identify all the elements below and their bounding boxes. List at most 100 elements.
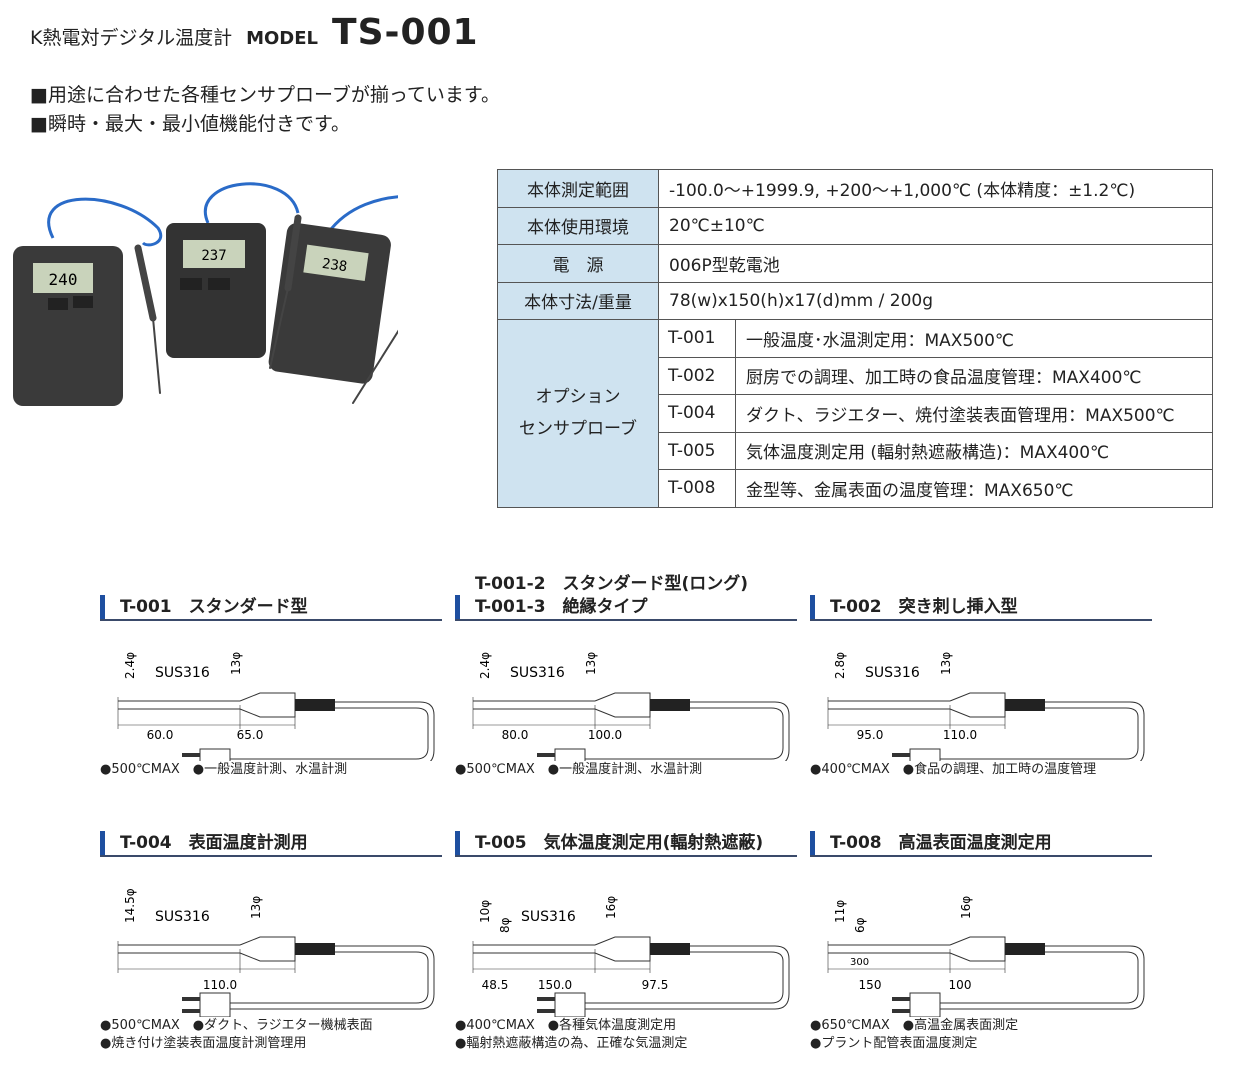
- probe-drawing: [827, 936, 1145, 1017]
- option-code: T-001: [658, 319, 736, 358]
- probe-drawing: [117, 692, 435, 761]
- strain-relief: [295, 699, 335, 711]
- handle-diameter: 13φ: [939, 652, 953, 675]
- spec-value: 20℃±10℃: [658, 206, 1213, 245]
- probe-drawing: [117, 936, 435, 1017]
- tip-diameter: 10φ: [478, 900, 492, 923]
- material-label: SUS316: [510, 665, 565, 681]
- material-label: SUS316: [155, 909, 210, 925]
- meter-1: 240: [13, 246, 123, 406]
- strain-relief: [1005, 699, 1045, 711]
- strain-relief: [650, 943, 690, 955]
- feature-1: ■用途に合わせた各種センサプローブが揃っています。: [30, 84, 500, 106]
- material-label: SUS316: [521, 909, 576, 925]
- model-number: TS-001: [332, 12, 479, 53]
- probe-title: T-004 表面温度計測用: [120, 833, 308, 853]
- dimension-label: 80.0: [502, 728, 529, 742]
- probe-title: T-001-3 絶縁タイプ: [475, 597, 648, 617]
- probe-section: T-001-2 スタンダード型(ロング) T-001-3 絶縁タイプ 2.4φ …: [455, 574, 797, 779]
- dimension-label: 48.5: [482, 978, 509, 992]
- tip-diameter: 11φ: [833, 900, 847, 923]
- probe-title: T-008 高温表面温度測定用: [830, 833, 1052, 853]
- probe-header: T-005 気体温度測定用(輻射熱遮蔽): [455, 821, 797, 857]
- tip-diameter: 2.4φ: [478, 652, 492, 679]
- dimension-label: 60.0: [147, 728, 174, 742]
- probe-note: ●650℃MAX ●高温金属表面測定: [810, 1018, 1019, 1033]
- spec-label: 本体寸法/重量: [497, 281, 659, 320]
- probe-note: ●500℃MAX ●一般温度計測、水温計測: [100, 762, 348, 777]
- option-label-2: センサプローブ: [519, 419, 637, 440]
- accent-bar: [455, 595, 460, 619]
- option-desc: 一般温度･水温測定用：MAX500℃: [735, 319, 1213, 358]
- meter-3: 238: [268, 223, 391, 384]
- probe-drawing: [472, 936, 790, 1017]
- spec-value: -100.0～+1999.9, +200～+1,000℃ (本体精度：±1.2℃…: [658, 169, 1213, 208]
- dimension-label: 100.0: [588, 728, 622, 742]
- dimension-label: 65.0: [237, 728, 264, 742]
- probe-drawing: [827, 692, 1145, 761]
- probe-section: T-008 高温表面温度測定用 11φ 6φ 300 16φ 150 100: [810, 821, 1152, 1053]
- option-label: オプションセンサプローブ: [497, 319, 659, 508]
- display-3: 238: [321, 256, 348, 275]
- dimension-label: 95.0: [857, 728, 884, 742]
- strain-relief: [1005, 943, 1045, 955]
- accent-bar: [100, 831, 105, 855]
- tip-diameter: 2.4φ: [123, 652, 137, 679]
- option-desc: 厨房での調理、加工時の食品温度管理：MAX400℃: [735, 356, 1213, 395]
- option-desc: 気体温度測定用 (輻射熱遮蔽構造)：MAX400℃: [735, 431, 1213, 470]
- probe-section: T-005 気体温度測定用(輻射熱遮蔽) 10φ 8φ SUS316 16φ: [455, 821, 797, 1053]
- spec-value: 78(w)x150(h)x17(d)mm / 200g: [658, 281, 1213, 320]
- probe-title: T-005 気体温度測定用(輻射熱遮蔽): [475, 833, 764, 853]
- spec-label: 本体測定範囲: [497, 169, 659, 208]
- probe-title: T-002 突き刺し挿入型: [830, 597, 1018, 617]
- handle-diameter: 13φ: [229, 652, 243, 675]
- option-code: T-005: [658, 431, 736, 470]
- spec-label: 電 源: [497, 244, 659, 283]
- probe-note: ●400℃MAX ●食品の調理、加工時の温度管理: [810, 762, 1097, 777]
- mid-diameter: 6φ: [853, 917, 867, 933]
- display-1: 240: [49, 270, 78, 289]
- handle-diameter: 13φ: [584, 652, 598, 675]
- probe-header: T-004 表面温度計測用: [100, 821, 442, 857]
- probe-drawing: [472, 692, 790, 761]
- spec-table: 本体測定範囲-100.0～+1999.9, +200～+1,000℃ (本体精度…: [497, 169, 1213, 508]
- page-title: K熱電対デジタル温度計 MODEL TS-001: [30, 12, 479, 53]
- dimension-label: 150.0: [538, 978, 572, 992]
- probe-section: T-004 表面温度計測用 14.5φ SUS316 13φ 110.0: [100, 821, 442, 1053]
- spec-row: 本体測定範囲-100.0～+1999.9, +200～+1,000℃ (本体精度…: [497, 169, 1213, 208]
- probe-sticks: [134, 214, 398, 404]
- strain-relief: [295, 943, 335, 955]
- handle-diameter: 13φ: [249, 896, 263, 919]
- handle-diameter: 16φ: [959, 896, 973, 919]
- handle-diameter: 16φ: [604, 896, 618, 919]
- sub-dimension: 300: [850, 957, 869, 968]
- material-label: SUS316: [865, 665, 920, 681]
- dimension-label: 110.0: [203, 978, 237, 992]
- probe-header: T-001-2 スタンダード型(ロング) T-001-3 絶縁タイプ: [455, 574, 797, 621]
- product-photo: 240 237 238: [13, 182, 398, 406]
- product-name: K熱電対デジタル温度計: [30, 27, 233, 49]
- feature-2: ■瞬時・最大・最小値機能付きです。: [30, 113, 351, 135]
- mid-diameter: 8φ: [498, 917, 512, 933]
- strain-relief: [650, 699, 690, 711]
- accent-bar: [100, 595, 105, 619]
- accent-bar: [810, 831, 815, 855]
- accent-bar: [455, 831, 460, 855]
- dimension-label: 150: [859, 978, 882, 992]
- option-code: T-004: [658, 394, 736, 433]
- display-2: 237: [201, 248, 226, 264]
- probe-cables: [47, 182, 398, 247]
- model-label: MODEL: [246, 28, 319, 49]
- dimension-label: 100: [949, 978, 972, 992]
- spec-value: 006P型乾電池: [658, 244, 1213, 283]
- probe-diagram: 2.4φ SUS316 13φ 60.065.0 ケーブル:3.75φ×1m: [117, 652, 435, 761]
